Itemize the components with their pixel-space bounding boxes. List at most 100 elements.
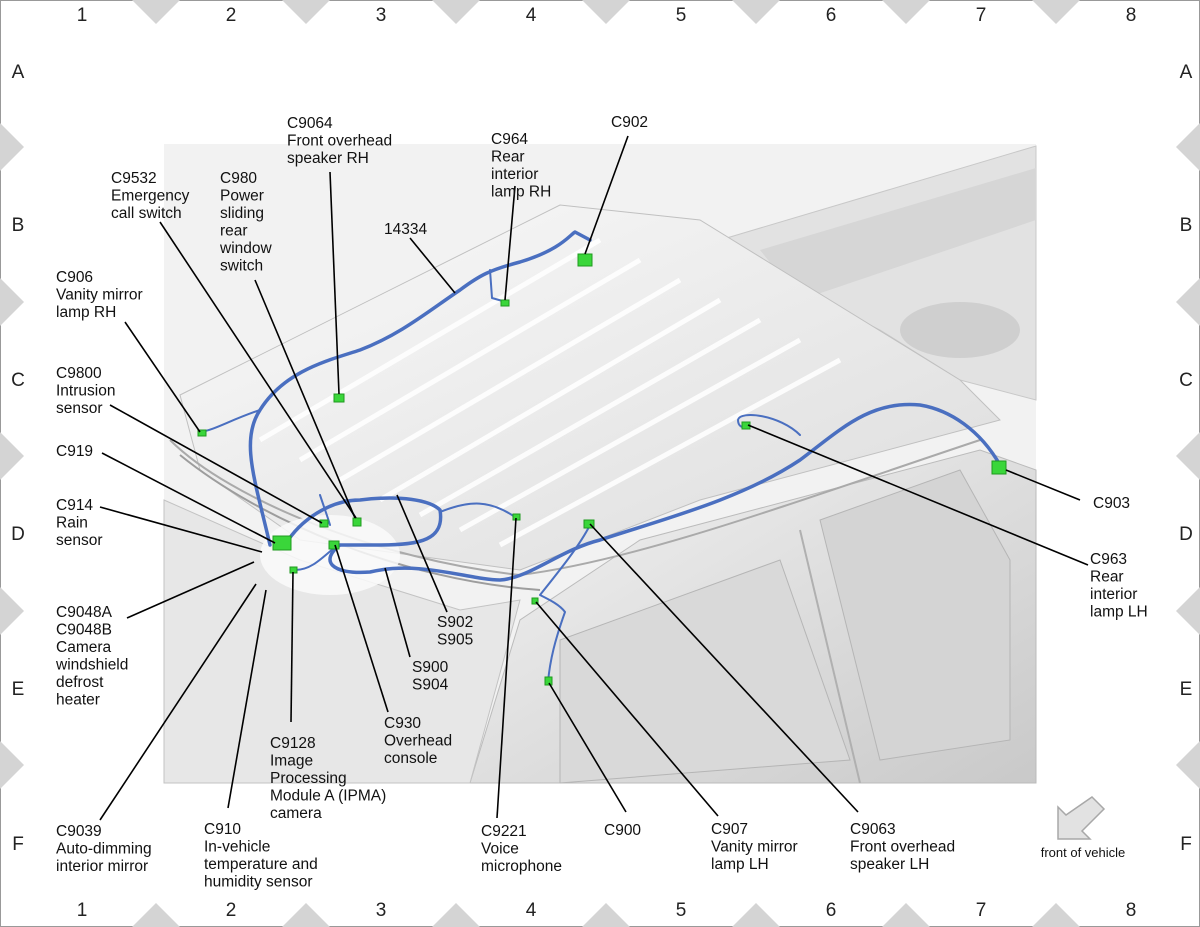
connector-c9063[interactable] [583,519,595,529]
connector-c9064[interactable] [333,393,345,403]
callout-line: windshield [55,657,128,674]
leader-14334 [409,237,456,294]
leader-c906 [124,321,201,433]
grid-marker-right [1176,587,1200,635]
callout-line: C9221 [481,823,527,840]
callout-line: C964 [491,131,528,148]
grid-column-label: 1 [77,5,88,26]
connector-c902[interactable] [577,253,593,267]
grid-column-label: 6 [826,900,837,921]
grid-marker-left [0,741,24,789]
callout-line: S905 [437,632,473,649]
grid-marker-right [1176,432,1200,480]
callout-line: C9048B [56,622,112,639]
grid-marker-right [1176,123,1200,171]
grid-row-label: A [1180,62,1193,83]
grid-row-label: B [12,215,25,236]
leader-c902 [584,135,629,255]
callout-line: C980 [220,170,257,187]
grid-column-label: 4 [526,900,537,921]
harness-branch-c910 [294,546,336,571]
callout-line: interior [1090,586,1137,603]
grid-row-label: E [12,679,25,700]
callout-c919: C919 [56,443,93,460]
callout-line: interior mirror [56,858,148,875]
callout-line: Emergency [111,188,190,205]
callout-line: lamp RH [56,304,116,321]
callout-line: C9064 [287,115,333,132]
grid-marker-top [732,0,780,24]
grid-row-label: A [12,62,25,83]
leader-c919 [101,452,276,544]
grid-marker-top [282,0,330,24]
callout-line: C963 [1090,551,1127,568]
grid-column-label: 2 [226,900,237,921]
leader-c9221 [496,517,517,819]
harness-main-rh [248,230,592,547]
grid-marker-left [0,587,24,635]
callout-line: Rain [56,515,88,532]
callout-line: call switch [111,205,182,222]
grid-row-label: D [1179,524,1193,545]
grid-marker-top [582,0,630,24]
connector-c903[interactable] [991,460,1007,475]
leader-c9064 [329,171,340,395]
leader-c914 [99,506,263,553]
callout-line: window [219,240,272,257]
leader-c964 [504,185,516,301]
front-window [559,559,851,784]
leader-c9532 [159,221,357,519]
grid-column-label: 3 [376,900,387,921]
connector-c907[interactable] [531,597,539,605]
callout-line: C902 [611,114,648,131]
callout-c900: C900 [604,822,641,839]
connector-c900[interactable] [544,676,553,686]
grid-column-label: 8 [1126,900,1137,921]
callout-line: humidity sensor [204,874,313,891]
grid-row-label: B [1180,215,1193,236]
grid-marker-bottom [582,903,630,927]
connector-c980[interactable] [352,517,362,527]
callout-line: defrost [56,674,104,691]
callout-line: console [384,750,437,767]
harness-branch-pillar [539,524,591,683]
rear-window [819,469,1011,761]
callout-line: lamp LH [711,856,769,873]
front-of-vehicle-label: front of vehicle [1041,845,1126,860]
callout-line: Vanity mirror [56,287,143,304]
callout-c902: C902 [611,114,648,131]
callout-line: sliding [220,205,264,222]
grid-marker-top [882,0,930,24]
callout-line: Intrusion [56,383,115,400]
callout-line: heater [56,692,100,709]
grid-column-label: 7 [976,5,987,26]
callout-line: Overhead [384,733,452,750]
harness-branch-c9800 [319,494,331,526]
callout-line: Vanity mirror [711,839,798,856]
callout-line: Rear [491,149,525,166]
callout-line: C914 [56,497,93,514]
callout-line: speaker LH [850,856,929,873]
callout-line: In-vehicle [204,839,270,856]
connector-c9800[interactable] [319,519,329,528]
leader-c9048 [126,561,255,619]
callout-line: rear [220,223,248,240]
connector-c919[interactable] [272,535,292,551]
connector-c964[interactable] [500,299,510,307]
connector-c906[interactable] [197,429,207,437]
grid-column-label: 6 [826,5,837,26]
connector-c930[interactable] [328,540,340,550]
grid-marker-left [0,432,24,480]
callout-line: camera [270,805,322,822]
callout-line: speaker RH [287,150,369,167]
harness-branch-c9221 [439,502,516,518]
roof-ribs [258,237,842,548]
callout-line: switch [220,258,263,275]
callout-line: C9128 [270,735,316,752]
